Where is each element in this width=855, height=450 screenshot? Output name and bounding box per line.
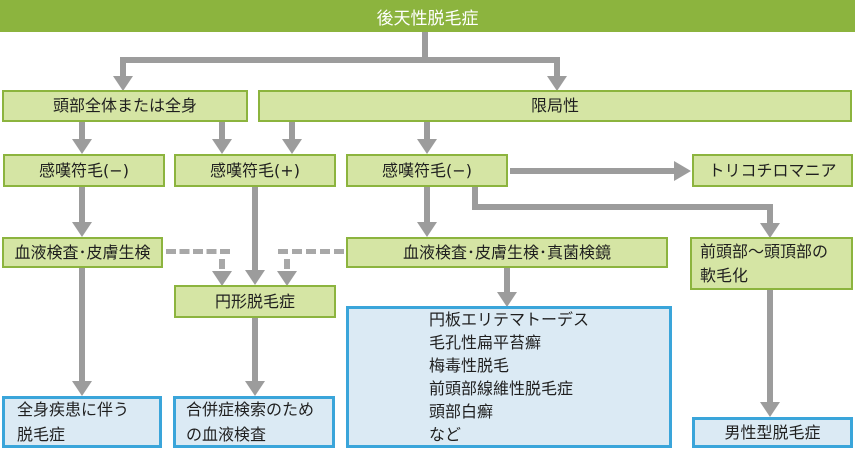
arrowhead-miniaturization xyxy=(760,223,780,238)
connector-root-branch xyxy=(120,57,560,63)
node-alopecia-areata: 円形脱毛症 xyxy=(174,285,336,318)
connector-neg-right-to-trichotillomania xyxy=(510,168,674,174)
arrowhead-differential-list xyxy=(497,292,517,307)
connector-bloodtest-to-systemic xyxy=(79,268,85,381)
arrowhead-bloodtest-left xyxy=(72,222,92,237)
dashed-stem-right xyxy=(284,259,290,269)
connector-localized-to-neg-right xyxy=(424,122,430,139)
arrowhead-pos-from-localized xyxy=(282,139,302,154)
dotted-connector-right xyxy=(278,249,344,254)
node-complication-blood-test: 合併症検索のため の血液検査 xyxy=(173,396,335,448)
differential-item-4: 前頭部線維性脱毛症 xyxy=(428,379,573,398)
node-trichotillomania: トリコチロマニア xyxy=(692,154,853,187)
systemic-line2: 脱毛症 xyxy=(17,425,66,444)
node-systemic-disease-alopecia: 全身疾患に伴う 脱毛症 xyxy=(2,396,162,448)
node-frontal-to-vertex-miniaturization: 前頭部〜頭頂部の 軟毛化 xyxy=(690,237,853,290)
arrowhead-areata-dashed-right xyxy=(277,271,297,286)
node-whole-head-or-body: 頭部全体または全身 xyxy=(2,90,248,122)
node-blood-test-skin-biopsy-fungal: 血液検査･皮膚生検･真菌検鏡 xyxy=(346,237,668,268)
arrowhead-male-pattern xyxy=(760,402,780,417)
differential-item-3: 梅毒性脱毛 xyxy=(428,356,509,375)
arrowhead-areata-dashed-left xyxy=(212,271,232,286)
arrowhead-trichotillomania xyxy=(674,161,691,181)
connector-areata-to-complication xyxy=(252,318,258,381)
arrowhead-neg-right xyxy=(417,139,437,154)
miniaturization-line2: 軟毛化 xyxy=(700,265,749,285)
connector-root-left-drop xyxy=(120,57,126,76)
differential-item-6: など xyxy=(428,425,461,444)
arrowhead-systemic xyxy=(72,381,92,396)
node-blood-test-skin-biopsy: 血液検査･皮膚生検 xyxy=(2,237,163,268)
differential-item-5: 頭部白癬 xyxy=(428,402,493,421)
dashed-stem-left xyxy=(219,259,225,269)
connector-root-right-drop xyxy=(554,57,560,76)
node-male-pattern-alopecia: 男性型脱毛症 xyxy=(692,417,853,448)
connector-branch-drop xyxy=(767,204,773,224)
node-differential-list: 円板エリテマトーデス 毛孔性扁平苔癬 梅毒性脱毛 前頭部線維性脱毛症 頭部白癬 … xyxy=(346,306,672,448)
connector-pos-to-areata xyxy=(252,187,258,270)
connector-negleft-to-bloodtest xyxy=(79,187,85,222)
arrowhead-areata-center xyxy=(245,270,265,285)
arrowhead-neg-left xyxy=(72,139,92,154)
dotted-connector-left xyxy=(166,249,230,254)
arrowhead-to-localized xyxy=(547,76,567,91)
connector-branch-down xyxy=(472,187,478,210)
miniaturization-line1: 前頭部〜頭頂部の xyxy=(700,241,829,261)
connector-whole-to-neg-left xyxy=(79,122,85,139)
systemic-line1: 全身疾患に伴う xyxy=(17,400,130,419)
complication-line2: の血液検査 xyxy=(186,425,267,444)
arrowhead-bloodtest-right xyxy=(417,222,437,237)
connector-branch-across xyxy=(472,204,773,210)
arrowhead-complication xyxy=(245,381,265,396)
connector-whole-to-pos xyxy=(219,122,225,139)
node-exclamation-hair-negative-right: 感嘆符毛(−) xyxy=(346,154,508,187)
connector-localized-to-pos xyxy=(289,122,295,139)
node-localized: 限局性 xyxy=(258,90,852,122)
node-exclamation-hair-negative-left: 感嘆符毛(−) xyxy=(3,154,165,187)
connector-root-stem xyxy=(422,32,428,60)
node-exclamation-hair-positive: 感嘆符毛(+) xyxy=(174,154,336,187)
connector-fungal-to-list xyxy=(504,268,510,292)
differential-item-1: 円板エリテマトーデス xyxy=(428,310,589,329)
differential-item-2: 毛孔性扁平苔癬 xyxy=(428,333,541,352)
complication-line1: 合併症検索のため xyxy=(186,400,315,419)
node-root: 後天性脱毛症 xyxy=(0,0,855,32)
connector-negright-to-bloodtest xyxy=(424,187,430,222)
connector-miniaturization-to-male-pattern xyxy=(767,290,773,402)
arrowhead-pos-from-whole xyxy=(212,139,232,154)
arrowhead-to-whole-head xyxy=(113,76,133,91)
